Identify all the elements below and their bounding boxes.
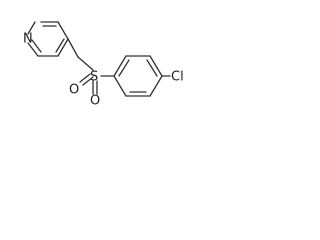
bond-s-o-left-b [82,76,94,86]
bond-ring1-c-inner [55,38,65,53]
bond-ch2-s [77,56,94,71]
atom-label-n: N [23,32,33,47]
bond-ring1-e-inner [31,39,42,53]
bond-ring2-a-inner [118,59,130,77]
atom-label-o-bottom: O [90,94,100,109]
bond-ring2-f [113,75,127,97]
bond-ring1-b [57,21,69,40]
atom-label-cl: Cl [171,70,184,85]
structure-diagram: N S O O Cl [0,0,219,132]
atom-label-o-left: O [69,83,79,98]
bond-ring2-c-inner [146,59,158,77]
bond-ring-ch2 [67,38,79,58]
bond-ring2-a [113,55,127,77]
bond-ring2-d [149,75,163,97]
bond-s-o-left-a [79,73,91,83]
molecule-drawing: N S O O Cl [23,21,184,109]
bond-ring1-f [27,21,36,35]
bond-ring1-e [27,42,39,57]
bond-ring2-c [149,55,163,77]
bond-ring1-c [57,38,69,57]
atom-label-s: S [90,70,98,85]
